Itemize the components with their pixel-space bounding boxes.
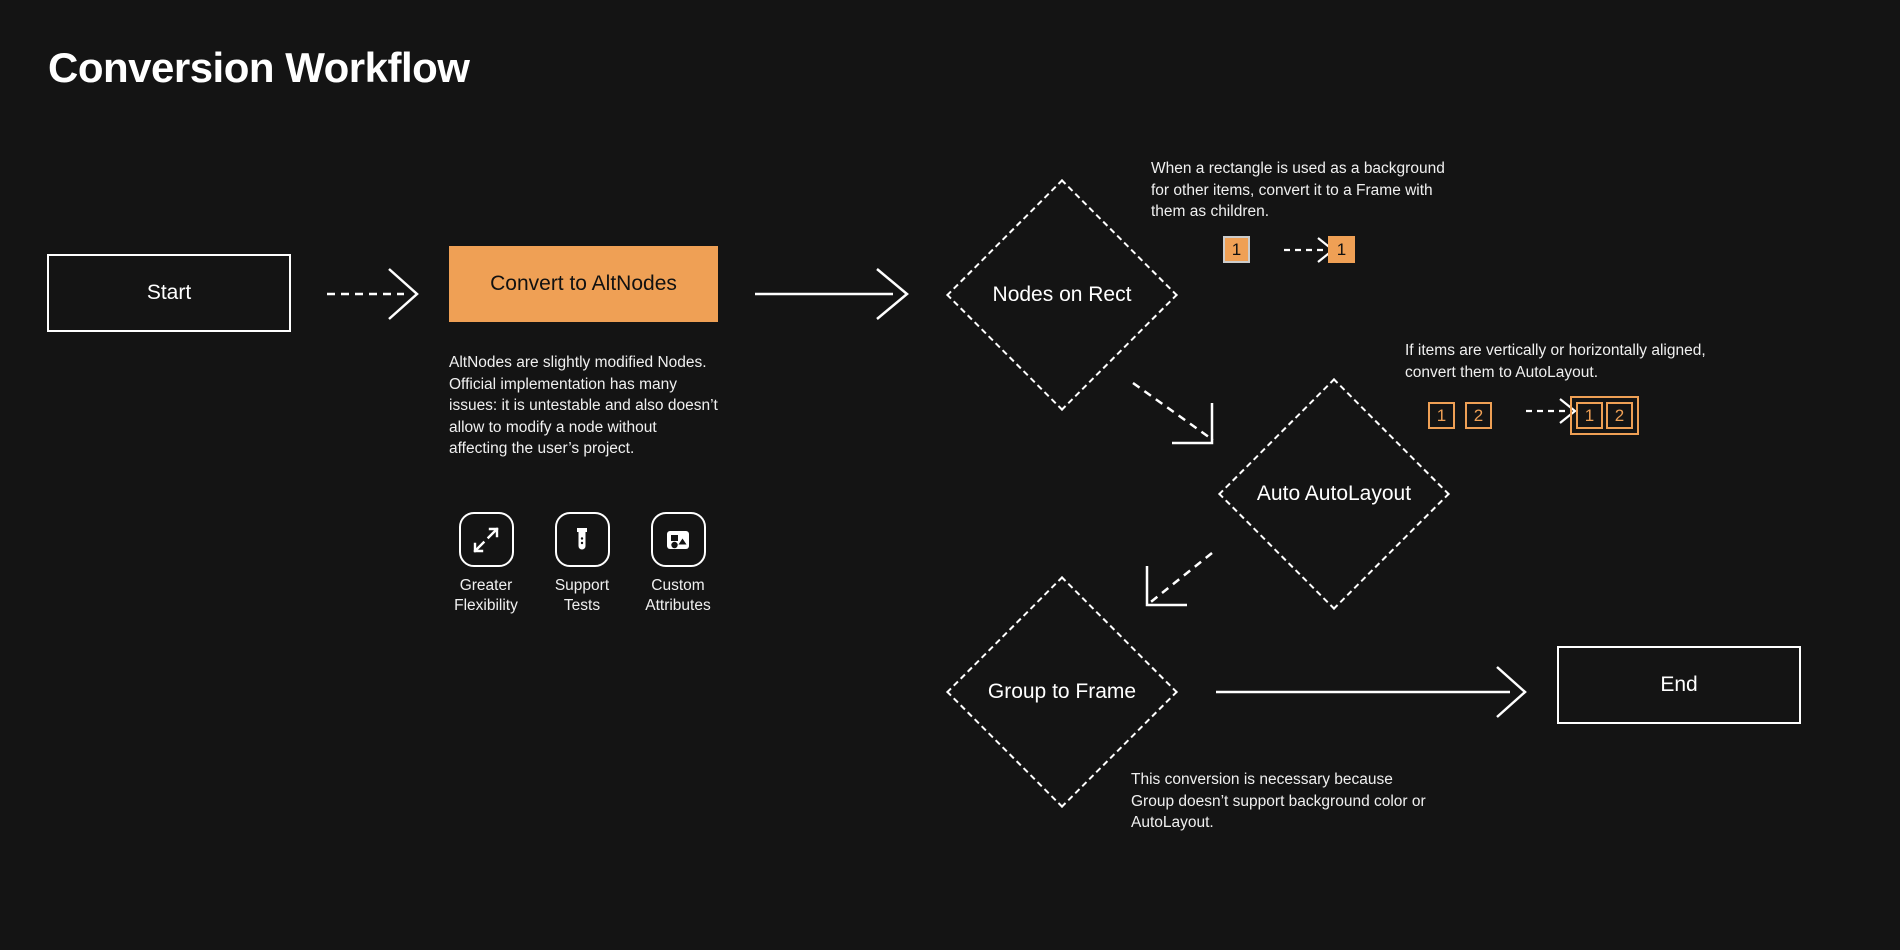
feature-caption-line1: Support [554,577,610,594]
node-end-label: End [1660,673,1698,696]
node-end[interactable]: End [1557,646,1801,724]
expand-arrows-icon [458,512,514,567]
feature-caption-line2: Attributes [645,597,711,614]
feature-caption: Custom Attributes [645,576,710,616]
node-start-label: Start [146,281,192,304]
feature-caption-line1: Custom [651,577,705,594]
feature-custom-attributes[interactable]: Custom Attributes [641,512,715,616]
feature-support-tests[interactable]: Support Tests [545,512,619,616]
page-title: Conversion Workflow [48,44,470,91]
badge-illustration-auto-autolayout: 1 2 1 2 [1428,396,1639,435]
feature-greater-flexibility[interactable]: Greater Flexibility [449,512,523,616]
feature-caption: Greater Flexibility [454,576,518,616]
node-nodes-on-rect-label: Nodes on Rect [992,283,1132,306]
feature-caption: Support Tests [555,576,609,616]
note-group-to-frame: This conversion is necessary because Gro… [1131,771,1426,831]
mini-arrow-spacer [1492,406,1570,426]
note-altnodes: AltNodes are slightly modified Nodes. Of… [449,354,718,457]
edge-convert-to-nodesonrect [755,268,909,320]
node-group-to-frame[interactable]: Group to Frame [945,575,1179,809]
node-group-to-frame-label: Group to Frame [987,680,1137,703]
badge-before-2: 2 [1465,402,1492,429]
mini-arrow-spacer [1250,240,1328,260]
node-auto-autolayout[interactable]: Auto AutoLayout [1217,377,1451,611]
node-convert-to-altnodes[interactable]: Convert to AltNodes [449,246,718,322]
edge-start-to-convert [327,268,419,320]
node-start[interactable]: Start [47,254,291,332]
feature-icon-row: Greater Flexibility Support Tests [449,512,715,616]
edge-grouptoframe-to-end [1216,666,1527,718]
autolayout-frame: 1 2 [1570,396,1639,435]
feature-caption-line2: Tests [563,597,601,614]
badge-after-1: 1 [1328,236,1355,263]
feature-caption-line2: Flexibility [454,597,518,614]
node-auto-autolayout-label: Auto AutoLayout [1256,482,1412,505]
badge-after-1: 1 [1576,402,1603,429]
badge-before-1: 1 [1223,236,1250,263]
badge-before-1: 1 [1428,402,1455,429]
node-nodes-on-rect[interactable]: Nodes on Rect [945,178,1179,412]
test-tube-icon [554,512,610,567]
badge-after-2: 2 [1606,402,1633,429]
shapes-icon [650,512,706,567]
feature-caption-line1: Greater [459,577,513,594]
note-auto-autolayout: If items are vertically or horizontally … [1405,342,1706,381]
note-nodes-on-rect: When a rectangle is used as a background… [1151,160,1445,220]
node-convert-label: Convert to AltNodes [490,272,677,295]
badge-illustration-nodes-on-rect: 1 1 [1223,236,1355,263]
